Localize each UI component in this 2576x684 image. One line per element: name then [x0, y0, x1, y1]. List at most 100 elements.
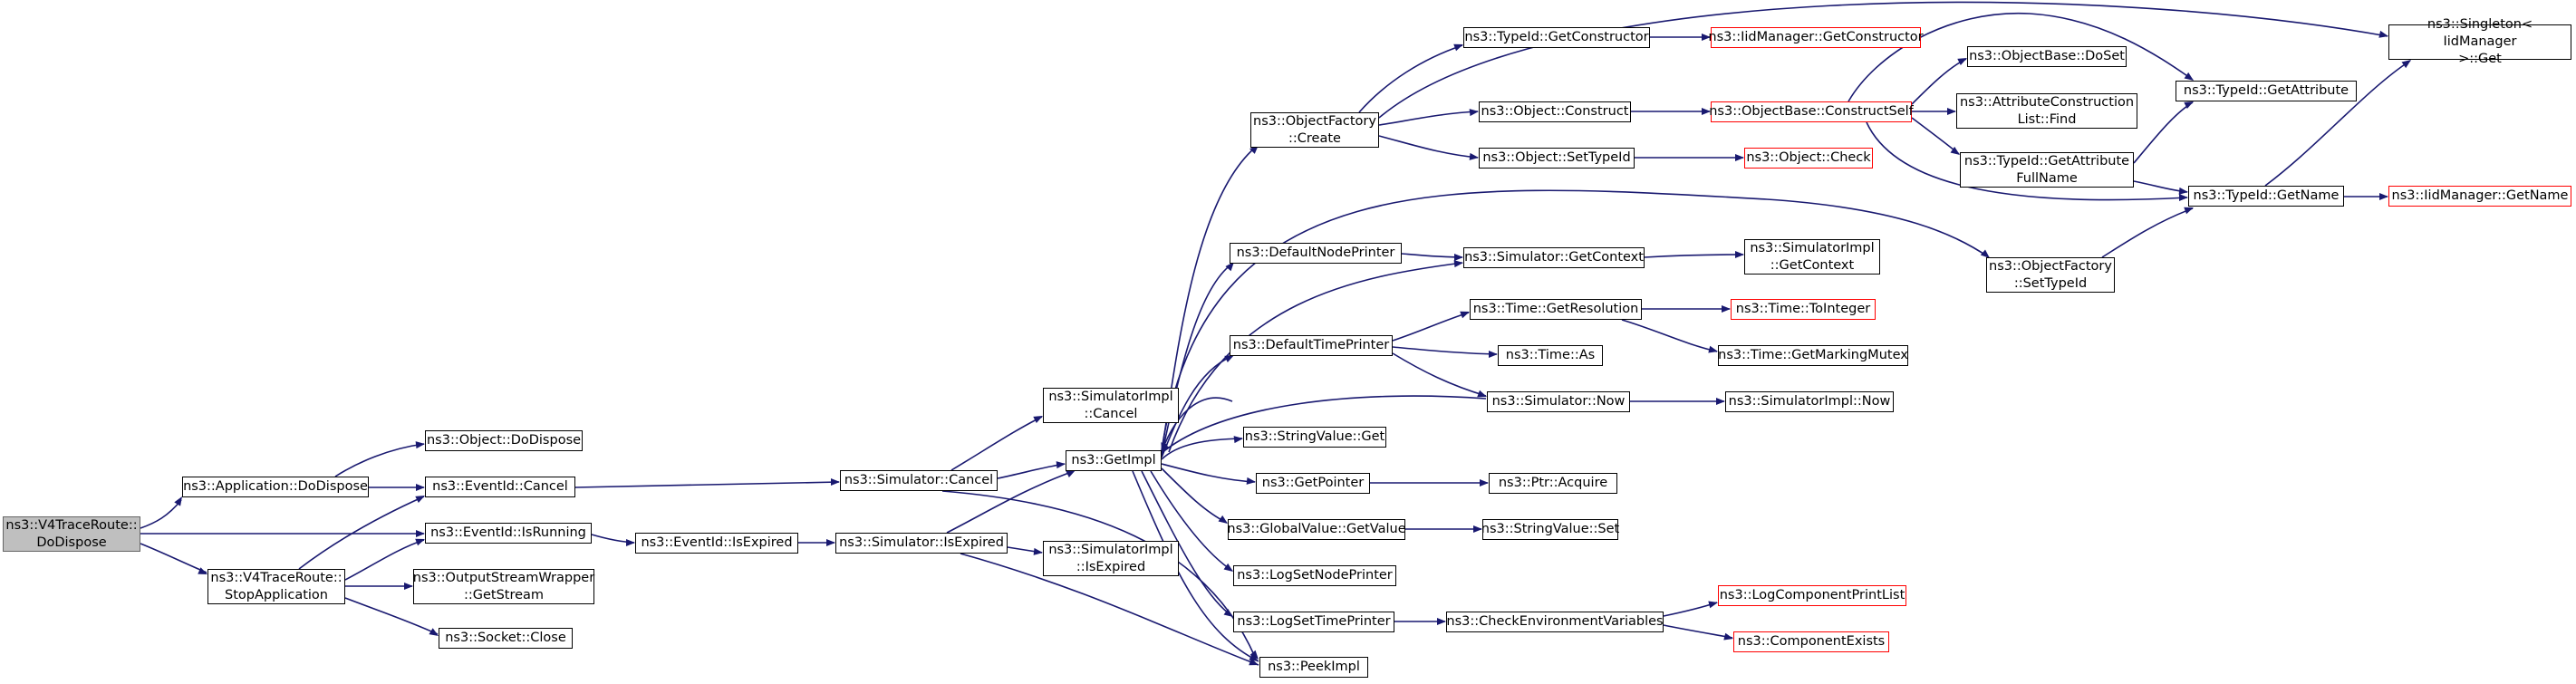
node-socket-close[interactable]: ns3::Socket::Close [439, 628, 573, 649]
arrowhead [626, 539, 635, 546]
arrowhead [1469, 152, 1479, 160]
node-logsettimeprinter[interactable]: ns3::LogSetTimePrinter [1233, 612, 1394, 632]
node-label: ns3::CheckEnvironmentVariables [1446, 614, 1664, 629]
node-typeid-getname[interactable]: ns3::TypeId::GetName [2188, 186, 2344, 207]
node-label: ns3::ObjectBase::ConstructSelf [1709, 104, 1914, 119]
node-typeid-getattributefullname[interactable]: ns3::TypeId::GetAttribute FullName [1960, 152, 2134, 188]
node-stringvalue-set[interactable]: ns3::StringValue::Set [1481, 519, 1619, 540]
node-getimpl[interactable]: ns3::GetImpl [1066, 450, 1162, 471]
node-label: ns3::SimulatorImpl ::GetContext [1750, 240, 1875, 273]
call-edge [1161, 438, 1243, 460]
call-edge [1358, 44, 1463, 113]
node-label: ns3::Object::DoDispose [426, 433, 582, 448]
node-outputstreamwrapper-getstream[interactable]: ns3::OutputStreamWrapper ::GetStream [413, 569, 594, 604]
node-logcomponentprintlist[interactable]: ns3::LogComponentPrintList [1718, 585, 1906, 606]
node-getpointer[interactable]: ns3::GetPointer [1256, 473, 1370, 494]
node-componentexists[interactable]: ns3::ComponentExists [1733, 631, 1889, 652]
node-object-dodispose[interactable]: ns3::Object::DoDispose [425, 430, 583, 451]
node-application-dodispose[interactable]: ns3::Application::DoDispose [182, 477, 369, 497]
node-time-getmarkingmutex[interactable]: ns3::Time::GetMarkingMutex [1718, 345, 1908, 366]
node-stringvalue-get[interactable]: ns3::StringValue::Get [1243, 427, 1386, 448]
node-label: ns3::TypeId::GetAttribute FullName [1963, 153, 2130, 186]
node-label: ns3::Object::Check [1746, 150, 1871, 165]
arrowhead [1056, 461, 1066, 469]
node-label: ns3::ComponentExists [1737, 634, 1886, 649]
arrowhead [2179, 194, 2188, 201]
arrowhead [2379, 193, 2388, 200]
node-simulator-now[interactable]: ns3::Simulator::Now [1487, 391, 1630, 412]
node-label: ns3::LogSetNodePrinter [1237, 568, 1393, 583]
node-defaultnodeprinter[interactable]: ns3::DefaultNodePrinter [1230, 243, 1402, 264]
node-eventid-isrunning[interactable]: ns3::EventId::IsRunning [425, 523, 592, 544]
node-defaulttimeprinter[interactable]: ns3::DefaultTimePrinter [1230, 335, 1393, 356]
node-simulator-isexpired[interactable]: ns3::Simulator::IsExpired [835, 533, 1008, 554]
call-edge [1150, 470, 1233, 572]
arrowhead [174, 496, 182, 506]
node-simulatorimpl-now[interactable]: ns3::SimulatorImpl::Now [1725, 391, 1894, 412]
call-edge [1161, 263, 1233, 457]
arrowhead [1980, 249, 1990, 258]
node-label: ns3::Time::As [1505, 348, 1596, 362]
node-objectbase-doset[interactable]: ns3::ObjectBase::DoSet [1967, 46, 2127, 67]
node-eventid-isexpired[interactable]: ns3::EventId::IsExpired [635, 533, 798, 554]
node-simulatorimpl-isexpired[interactable]: ns3::SimulatorImpl ::IsExpired [1043, 541, 1179, 576]
node-logsetnodeprinter[interactable]: ns3::LogSetNodePrinter [1233, 565, 1396, 586]
node-ptr-acquire[interactable]: ns3::Ptr::Acquire [1489, 473, 1617, 494]
node-label: ns3::SimulatorImpl::Now [1728, 394, 1891, 409]
call-edge [298, 496, 425, 570]
arrowhead [1460, 311, 1470, 319]
node-attributeconstructionlist-find[interactable]: ns3::AttributeConstruction List::Find [1956, 93, 2137, 129]
node-label: ns3::StringValue::Get [1244, 429, 1385, 444]
node-objectbase-constructself[interactable]: ns3::ObjectBase::ConstructSelf [1709, 101, 1914, 122]
node-label: ns3::GetPointer [1261, 476, 1365, 490]
node-time-as[interactable]: ns3::Time::As [1498, 345, 1603, 366]
arrowhead [1249, 653, 1259, 661]
node-label: ns3::GlobalValue::GetValue [1227, 522, 1406, 536]
node-simulator-cancel[interactable]: ns3::Simulator::Cancel [840, 470, 998, 491]
node-objectfactory-create[interactable]: ns3::ObjectFactory ::Create [1250, 112, 1379, 148]
node-label: ns3::LogSetTimePrinter [1237, 614, 1391, 629]
node-time-getresolution[interactable]: ns3::Time::GetResolution [1470, 299, 1642, 320]
node-singleton-iidmanager-get[interactable]: ns3::Singleton< IidManager >::Get [2388, 17, 2571, 66]
node-v4traceroute-dodispose[interactable]: ns3::V4TraceRoute:: DoDispose [3, 516, 140, 552]
arrowhead [1950, 146, 1960, 155]
node-label: ns3::Ptr::Acquire [1498, 476, 1608, 490]
node-object-construct[interactable]: ns3::Object::Construct [1479, 101, 1631, 122]
arrowhead [1708, 345, 1718, 353]
node-eventid-cancel[interactable]: ns3::EventId::Cancel [425, 477, 575, 497]
node-label: ns3::DefaultNodePrinter [1236, 246, 1395, 260]
node-label: ns3::Object::SetTypeId [1482, 150, 1631, 165]
node-typeid-getconstructor[interactable]: ns3::TypeId::GetConstructor [1463, 27, 1650, 48]
call-edge [140, 543, 207, 573]
node-iidmanager-getname[interactable]: ns3::IidManager::GetName [2388, 186, 2571, 207]
node-globalvalue-getvalue[interactable]: ns3::GlobalValue::GetValue [1227, 519, 1406, 540]
node-label: ns3::ObjectBase::DoSet [1969, 49, 2125, 63]
node-typeid-getattribute[interactable]: ns3::TypeId::GetAttribute [2176, 81, 2357, 101]
call-edge [2101, 207, 2194, 258]
node-simulatorimpl-cancel[interactable]: ns3::SimulatorImpl ::Cancel [1043, 388, 1179, 423]
arrowhead [415, 441, 425, 449]
node-objectfactory-settypeid[interactable]: ns3::ObjectFactory ::SetTypeId [1986, 257, 2115, 293]
call-edge [2264, 60, 2411, 187]
node-v4traceroute-stopapplication[interactable]: ns3::V4TraceRoute:: StopApplication [207, 569, 345, 604]
arrowhead [2184, 207, 2194, 215]
node-object-check[interactable]: ns3::Object::Check [1744, 148, 1873, 169]
arrowhead [1223, 608, 1233, 617]
node-label: ns3::Socket::Close [445, 631, 566, 645]
arrowhead [1735, 154, 1744, 161]
node-label: ns3::ObjectFactory ::SetTypeId [1989, 258, 2112, 291]
node-simulatorimpl-getcontext[interactable]: ns3::SimulatorImpl ::GetContext [1744, 239, 1880, 275]
node-checkenvironmentvariables[interactable]: ns3::CheckEnvironmentVariables [1446, 612, 1664, 632]
node-object-settypeid[interactable]: ns3::Object::SetTypeId [1479, 148, 1635, 169]
node-simulator-getcontext[interactable]: ns3::Simulator::GetContext [1463, 247, 1645, 268]
call-edge [1663, 624, 1733, 639]
node-peekimpl[interactable]: ns3::PeekImpl [1259, 657, 1368, 678]
node-label: ns3::Simulator::Cancel [844, 473, 994, 487]
node-label: ns3::Time::ToInteger [1735, 302, 1871, 316]
arrowhead [429, 628, 439, 636]
call-edge [140, 499, 182, 529]
call-edge [1378, 1, 2388, 119]
node-iidmanager-getconstructor[interactable]: ns3::IidManager::GetConstructor [1708, 27, 1924, 48]
arrowhead [2184, 101, 2194, 110]
node-time-tointeger[interactable]: ns3::Time::ToInteger [1731, 299, 1876, 320]
